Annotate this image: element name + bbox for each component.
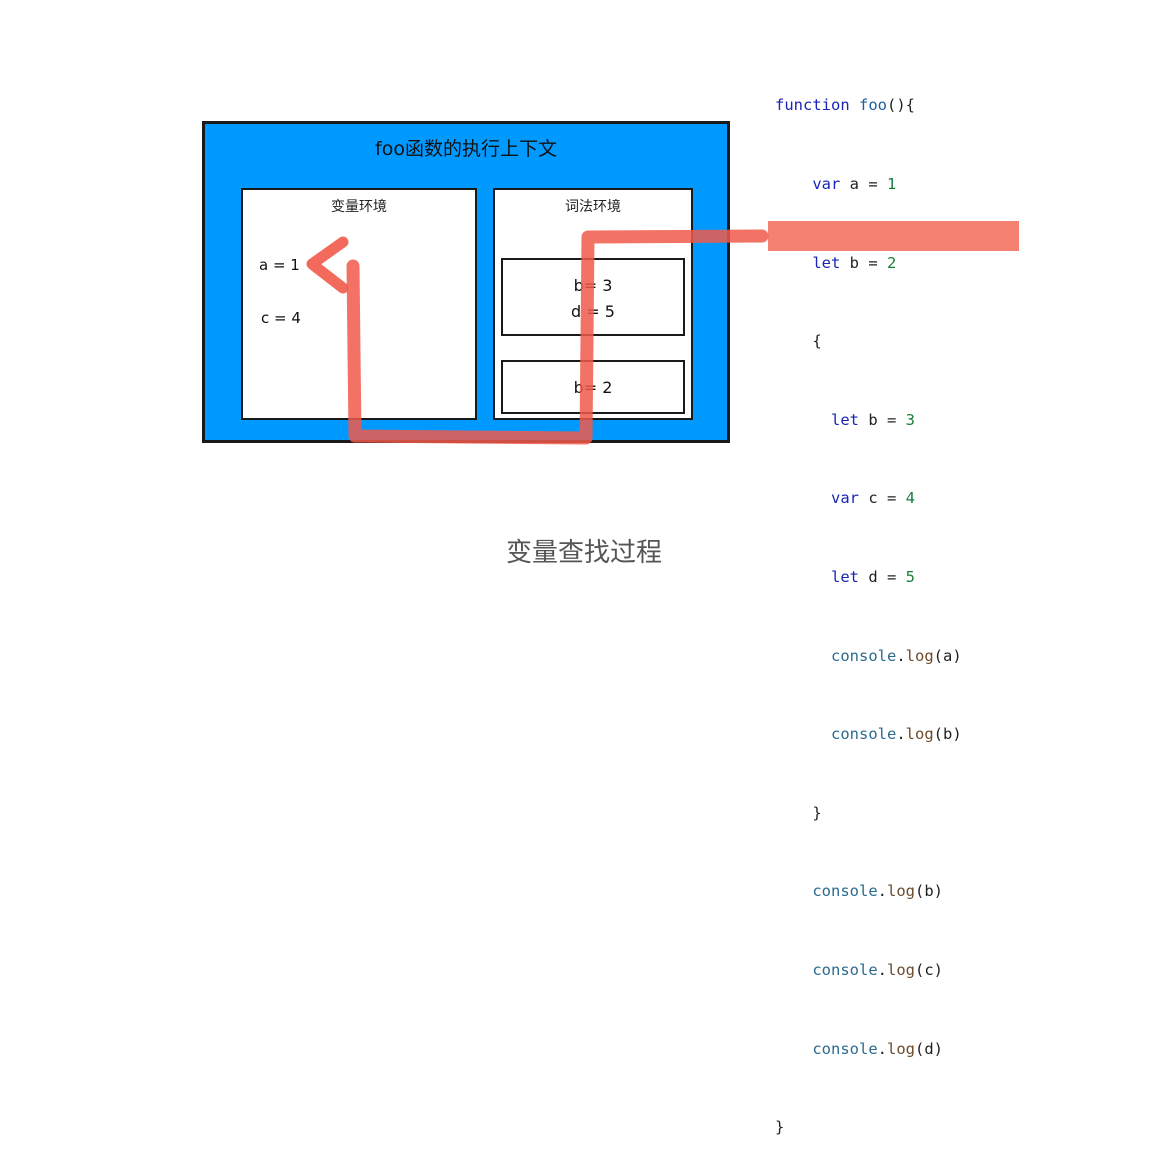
variable-environment-title: 变量环境 bbox=[331, 199, 387, 215]
code-line: var c = 4 bbox=[831, 489, 916, 508]
code-line: console.log(c) bbox=[812, 960, 943, 979]
code-line: function foo(){ bbox=[775, 96, 915, 115]
lexical-environment-title: 词法环境 bbox=[565, 199, 621, 215]
figure-caption: 变量查找过程 bbox=[505, 538, 662, 568]
code-line: { bbox=[775, 332, 822, 351]
code-line: } bbox=[775, 803, 822, 822]
lookup-path-overlay bbox=[306, 229, 769, 445]
variable-a: a = 1 bbox=[259, 256, 300, 274]
code-line-highlight bbox=[768, 221, 1019, 251]
lookup-path-line bbox=[346, 229, 769, 445]
code-line: console.log(b) bbox=[812, 882, 943, 901]
code-line: console.log(b) bbox=[831, 725, 962, 744]
code-line: let b = 2 bbox=[812, 253, 897, 272]
code-line: } bbox=[775, 1118, 785, 1137]
execution-context-box: foo函数的执行上下文 变量环境 a = 1 c = 4 词法环境 b= 3 d… bbox=[202, 121, 730, 443]
code-line: let b = 3 bbox=[831, 410, 916, 429]
code-line: var a = 1 bbox=[812, 175, 897, 193]
execution-context-title: foo函数的执行上下文 bbox=[375, 138, 557, 160]
code-line: console.log(d) bbox=[812, 1039, 943, 1058]
code-line: console.log(a) bbox=[831, 646, 962, 665]
lookup-path-arrowhead bbox=[306, 236, 349, 294]
code-line: let d = 5 bbox=[831, 567, 916, 586]
variable-c: c = 4 bbox=[261, 309, 301, 327]
